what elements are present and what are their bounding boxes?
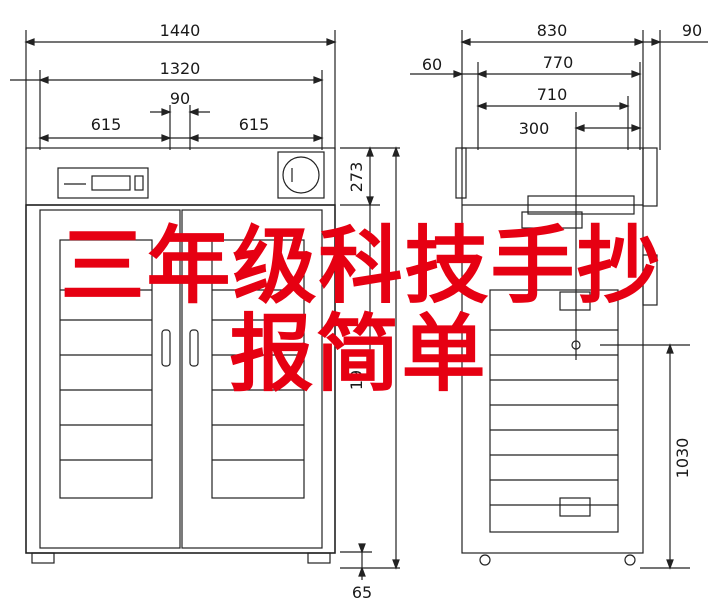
fan-unit [527, 195, 635, 215]
inner-rack [489, 289, 619, 533]
dim-overall-width: 1440 [160, 21, 201, 40]
recorder-dial [282, 156, 320, 194]
dim-top-panel: 273 [347, 162, 366, 193]
front-cabinet [25, 147, 336, 564]
right-door [181, 209, 323, 549]
recorder-dial-housing [277, 151, 325, 199]
caster-left [479, 554, 491, 566]
dim-side-depth: 830 [537, 21, 568, 40]
dim-door-gap: 90 [170, 89, 190, 108]
overlay-title-line1: 三年级科技手抄 [60, 217, 663, 315]
dim-height-partial: 19 [347, 370, 366, 390]
left-door [39, 209, 181, 549]
dim-foot: 65 [352, 583, 372, 602]
foot-right [307, 552, 331, 564]
side-dimension-lines [410, 30, 708, 570]
dim-door-left: 615 [91, 115, 122, 134]
overlay-title-line2: 报简单 [229, 305, 488, 403]
dim-side-handle: 90 [682, 21, 702, 40]
dimension-labels: 1440 1320 90 615 615 273 19 65 830 90 60… [91, 21, 702, 602]
caster-right [624, 554, 636, 566]
dim-side-offset: 60 [422, 55, 442, 74]
side-cabinet [455, 147, 658, 566]
front-dimension-lines [10, 30, 400, 580]
dim-side-shelf: 300 [519, 119, 550, 138]
dim-side-inner2: 710 [537, 85, 568, 104]
foot-left [31, 552, 55, 564]
dim-side-height: 1030 [673, 438, 692, 479]
dim-inner-width: 1320 [160, 59, 201, 78]
left-handle [161, 329, 171, 367]
dim-side-inner: 770 [543, 53, 574, 72]
dim-door-right: 615 [239, 115, 270, 134]
control-panel [57, 167, 149, 199]
right-handle [189, 329, 199, 367]
